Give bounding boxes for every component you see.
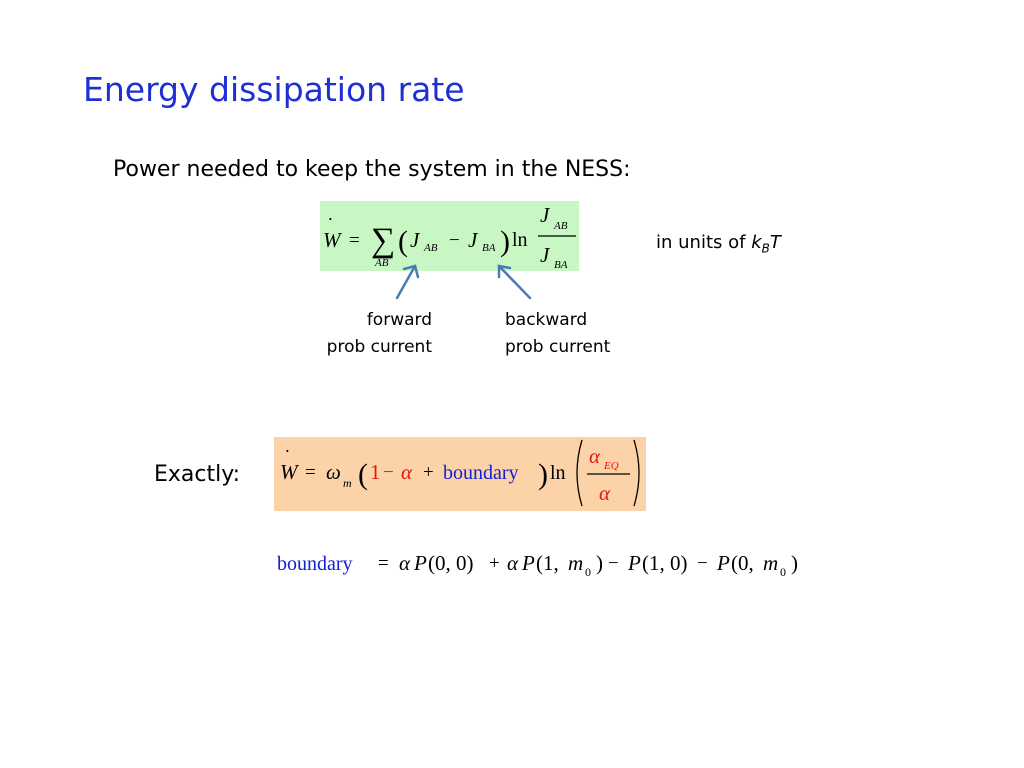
alpha-1: α	[399, 551, 411, 575]
m0-subscript-1: 0	[585, 565, 591, 579]
sum-index: AB	[374, 257, 389, 269]
exactly-label: Exactly:	[154, 462, 241, 487]
j-ab-subscript: AB	[423, 242, 438, 254]
denominator-subscript: BA	[554, 259, 568, 271]
backward-label: backward prob current	[505, 307, 645, 361]
w-dot: ˙	[284, 446, 291, 468]
units-note: in units of kBT	[656, 232, 781, 256]
big-left-paren	[576, 439, 583, 507]
slide-subtitle: Power needed to keep the system in the N…	[113, 157, 631, 182]
exact-equation: W ˙ = ω m ( 1 − α + boundary ) ln α EQ α	[280, 439, 640, 507]
sum-sign: ∑	[371, 222, 395, 259]
alpha-term: α	[401, 460, 413, 484]
backward-label-line1: backward	[505, 310, 588, 330]
boundary-term: boundary	[277, 553, 353, 575]
equals-sign: =	[378, 553, 389, 574]
alpha-eq-symbol: α	[589, 444, 601, 468]
boundary-definition: boundary = α P (0, 0) + α P (1, m 0 ) − …	[277, 551, 798, 579]
ln-operator: ln	[550, 462, 566, 484]
close-1: )	[596, 551, 603, 575]
p-2: P	[521, 551, 535, 575]
slide-title: Energy dissipation rate	[83, 70, 465, 109]
boundary-term: boundary	[443, 462, 519, 484]
plus-sign: +	[423, 462, 434, 483]
units-t: T	[769, 232, 781, 253]
m0-subscript-2: 0	[780, 565, 786, 579]
forward-arrow	[395, 264, 420, 300]
left-paren: (	[358, 458, 368, 491]
units-b: B	[761, 241, 770, 256]
forward-label-line2: prob current	[326, 337, 432, 357]
j-ab-symbol: J	[410, 228, 421, 252]
ln-operator: ln	[512, 229, 528, 251]
j-ba-subscript: BA	[482, 242, 496, 254]
backward-label-line2: prob current	[505, 337, 611, 357]
m0-symbol-2: m	[763, 551, 778, 575]
m0-symbol-1: m	[568, 551, 583, 575]
omega-symbol: ω	[326, 460, 341, 484]
units-k: k	[751, 232, 762, 253]
w-dot: ˙	[327, 214, 334, 236]
omega-subscript: m	[343, 476, 352, 490]
p-4: P	[716, 551, 730, 575]
minus-sign: −	[449, 230, 460, 251]
args-10: (1, 0)	[642, 551, 688, 575]
forward-label-line1: forward	[366, 310, 432, 330]
alpha-eq-subscript: EQ	[603, 460, 619, 472]
dissipation-equation-box	[320, 201, 579, 271]
right-paren: )	[538, 458, 548, 491]
p-3: P	[627, 551, 641, 575]
j-ba-symbol: J	[468, 228, 479, 252]
args-0m-open: (0,	[731, 551, 754, 575]
big-right-paren	[633, 439, 640, 507]
backward-arrow	[497, 264, 532, 300]
minus-sign-2: −	[697, 553, 708, 574]
args-00: (0, 0)	[428, 551, 474, 575]
right-paren: )	[500, 225, 510, 258]
left-paren: (	[398, 225, 408, 258]
dissipation-equation: W ˙ = ∑ AB ( J AB − J BA ) ln J AB J BA	[323, 203, 576, 271]
alpha-denominator: α	[599, 481, 611, 505]
minus-sign: −	[383, 462, 394, 483]
p-1: P	[413, 551, 427, 575]
equals-sign: =	[349, 230, 360, 251]
minus-sign-1: −	[608, 553, 619, 574]
plus-sign: +	[489, 553, 500, 574]
w-symbol: W	[323, 228, 343, 252]
args-1m-open: (1,	[536, 551, 559, 575]
forward-label: forward prob current	[300, 307, 432, 361]
exact-equation-box	[274, 437, 646, 511]
numerator-subscript: AB	[553, 220, 568, 232]
equals-sign: =	[305, 462, 316, 483]
alpha-2: α	[507, 551, 519, 575]
numerator-j: J	[540, 203, 551, 227]
one-term: 1	[370, 460, 381, 484]
denominator-j: J	[540, 243, 551, 267]
units-prefix: in units of	[656, 232, 752, 253]
w-symbol: W	[280, 460, 300, 484]
close-2: )	[791, 551, 798, 575]
